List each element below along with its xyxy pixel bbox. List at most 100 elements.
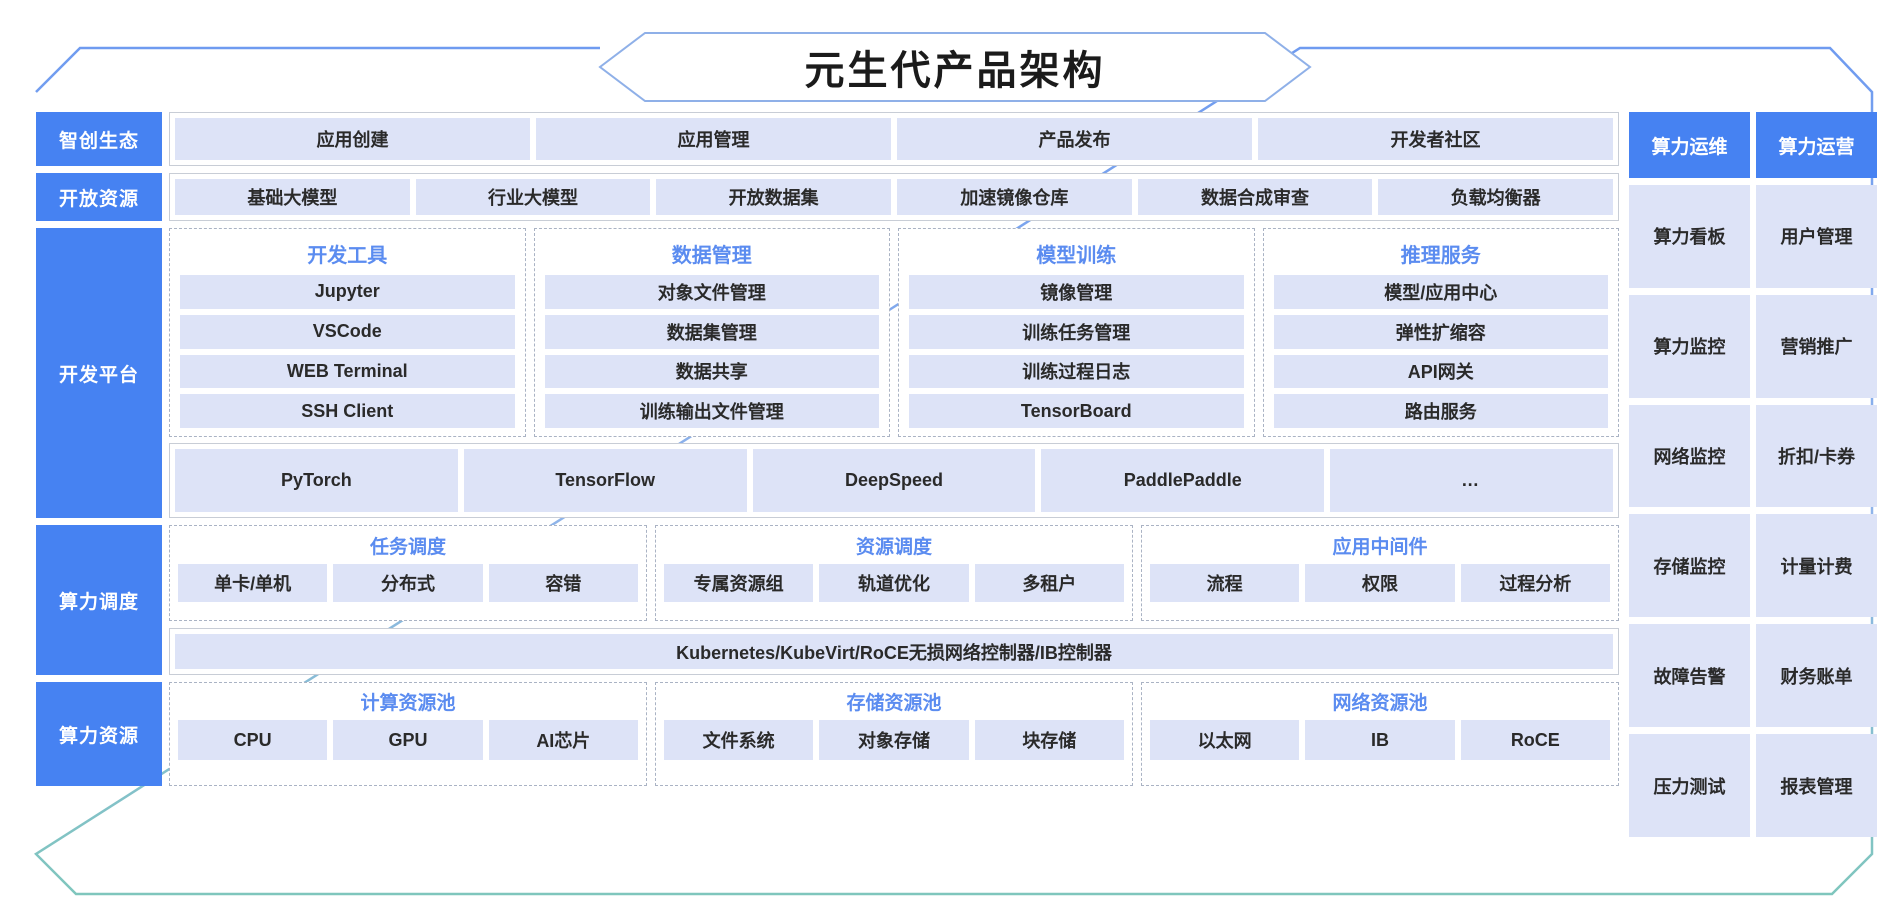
- chip-item[interactable]: 用户管理: [1756, 185, 1877, 288]
- chip-item[interactable]: 训练输出文件管理: [544, 394, 879, 428]
- group-title: 计算资源池: [360, 693, 456, 714]
- chip-item[interactable]: 弹性扩缩容: [1273, 314, 1608, 349]
- chip-item[interactable]: 路由服务: [1273, 394, 1608, 428]
- chip-item[interactable]: RoCE: [1460, 720, 1610, 760]
- chip-item[interactable]: 加速镜像仓库: [897, 179, 1132, 215]
- layer-label-scheduling: 算力调度: [36, 525, 162, 675]
- chip-row: 专属资源组 轨道优化 多租户: [664, 564, 1124, 602]
- chip-item[interactable]: VSCode: [180, 314, 515, 349]
- chip-item[interactable]: 报表管理: [1756, 734, 1877, 837]
- chip-item-more[interactable]: …: [1330, 449, 1613, 512]
- chip-item[interactable]: 对象存储: [819, 720, 969, 760]
- chip-item[interactable]: 开放数据集: [656, 179, 892, 215]
- chip-item[interactable]: SSH Client: [180, 394, 515, 428]
- title-banner: 元生代产品架构: [595, 28, 1315, 106]
- chip-item[interactable]: 专属资源组: [664, 564, 814, 602]
- chip-item[interactable]: 数据集管理: [544, 314, 879, 349]
- chip-item[interactable]: 营销推广: [1756, 294, 1877, 398]
- layer-row-dev-platform: 开发平台 开发工具 Jupyter VSCode WEB Terminal SS…: [36, 228, 1619, 518]
- right-header-ops: 算力运维: [1629, 112, 1750, 178]
- group-list: 镜像管理 训练任务管理 训练过程日志 TensorBoard: [909, 275, 1244, 428]
- chip-item[interactable]: 基础大模型: [175, 179, 410, 215]
- layer-row-scheduling: 算力调度 任务调度 单卡/单机 分布式 容错 资源调度 专属资: [36, 525, 1619, 675]
- chip-item[interactable]: 以太网: [1150, 720, 1300, 760]
- chip-item[interactable]: 轨道优化: [819, 564, 969, 602]
- chip-item[interactable]: API网关: [1273, 354, 1608, 389]
- chip-item[interactable]: Jupyter: [180, 275, 515, 309]
- chip-item[interactable]: 对象文件管理: [544, 275, 879, 309]
- chip-platform-bar[interactable]: Kubernetes/KubeVirt/RoCE无损网络控制器/IB控制器: [175, 634, 1613, 669]
- dev-group-tools: 开发工具 Jupyter VSCode WEB Terminal SSH Cli…: [169, 228, 526, 437]
- chip-item[interactable]: TensorFlow: [463, 449, 747, 512]
- chip-item[interactable]: 文件系统: [664, 720, 814, 760]
- chip-item[interactable]: GPU: [333, 720, 483, 760]
- scheduling-group-middleware: 应用中间件 流程 权限 过程分析: [1141, 525, 1619, 621]
- chip-item[interactable]: 应用创建: [175, 118, 530, 160]
- chip-item[interactable]: 行业大模型: [415, 179, 651, 215]
- chip-item[interactable]: 多租户: [974, 564, 1124, 602]
- chip-item[interactable]: PyTorch: [175, 449, 458, 512]
- group-list: Jupyter VSCode WEB Terminal SSH Client: [180, 275, 515, 428]
- chip-item[interactable]: 折扣/卡券: [1756, 404, 1877, 508]
- group-title: 应用中间件: [1332, 537, 1428, 558]
- chip-item[interactable]: IB: [1305, 720, 1455, 760]
- chip-item[interactable]: 算力监控: [1629, 294, 1750, 398]
- group-title: 网络资源池: [1332, 693, 1428, 714]
- chip-row: 文件系统 对象存储 块存储: [664, 720, 1124, 760]
- chip-row: 以太网 IB RoCE: [1150, 720, 1610, 760]
- layer-label-resources: 算力资源: [36, 682, 162, 786]
- chip-item[interactable]: 开发者社区: [1258, 118, 1613, 160]
- chip-item[interactable]: 故障告警: [1629, 624, 1750, 728]
- group-title: 模型训练: [1036, 245, 1117, 267]
- chip-item[interactable]: 负载均衡器: [1378, 179, 1614, 215]
- left-stack: 智创生态 应用创建 应用管理 产品发布 开发者社区 开放资源 基础大模型 行业大…: [36, 112, 1619, 837]
- chip-item[interactable]: 网络监控: [1629, 404, 1750, 508]
- chip-item[interactable]: 流程: [1150, 564, 1300, 602]
- chip-item[interactable]: AI芯片: [488, 720, 638, 760]
- chip-item[interactable]: 财务账单: [1756, 624, 1877, 728]
- resource-group-compute: 计算资源池 CPU GPU AI芯片: [169, 682, 647, 786]
- chip-item[interactable]: 数据共享: [544, 354, 879, 389]
- group-title: 开发工具: [307, 245, 388, 267]
- chip-item[interactable]: TensorBoard: [909, 394, 1244, 428]
- platform-bar-row: Kubernetes/KubeVirt/RoCE无损网络控制器/IB控制器: [169, 628, 1619, 675]
- chip-item[interactable]: WEB Terminal: [180, 354, 515, 389]
- chip-item[interactable]: 训练过程日志: [909, 354, 1244, 389]
- group-list: 模型/应用中心 弹性扩缩容 API网关 路由服务: [1273, 275, 1608, 428]
- chip-row: 流程 权限 过程分析: [1150, 564, 1610, 602]
- right-panel-headers: 算力运维 算力运营: [1629, 112, 1877, 178]
- resource-group-container: 计算资源池 CPU GPU AI芯片 存储资源池 文件系统 对象存储 块存储: [169, 682, 1619, 786]
- right-header-biz: 算力运营: [1756, 112, 1877, 178]
- scheduling-group-container: 任务调度 单卡/单机 分布式 容错 资源调度 专属资源组 轨道优化 多租户: [169, 525, 1619, 621]
- layer-body-scheduling: 任务调度 单卡/单机 分布式 容错 资源调度 专属资源组 轨道优化 多租户: [169, 525, 1619, 675]
- chip-item[interactable]: 算力看板: [1629, 185, 1750, 288]
- chip-row: PyTorch TensorFlow DeepSpeed PaddlePaddl…: [175, 449, 1613, 512]
- chip-item[interactable]: 块存储: [974, 720, 1124, 760]
- chip-item[interactable]: DeepSpeed: [752, 449, 1036, 512]
- chip-item[interactable]: 模型/应用中心: [1273, 275, 1608, 309]
- chip-item[interactable]: 训练任务管理: [909, 314, 1244, 349]
- layer-row-open-resources: 开放资源 基础大模型 行业大模型 开放数据集 加速镜像仓库 数据合成审查 负载均…: [36, 173, 1619, 221]
- chip-item[interactable]: 产品发布: [897, 118, 1252, 160]
- chip-item[interactable]: CPU: [178, 720, 328, 760]
- chip-item[interactable]: 单卡/单机: [178, 564, 328, 602]
- chip-item[interactable]: 应用管理: [536, 118, 891, 160]
- dev-group-model-training: 模型训练 镜像管理 训练任务管理 训练过程日志 TensorBoard: [898, 228, 1255, 437]
- chip-item[interactable]: 计量计费: [1756, 514, 1877, 618]
- chip-item[interactable]: 过程分析: [1460, 564, 1610, 602]
- group-title: 数据管理: [671, 245, 752, 267]
- dev-group-container: 开发工具 Jupyter VSCode WEB Terminal SSH Cli…: [169, 228, 1619, 437]
- group-title: 推理服务: [1400, 245, 1481, 267]
- chip-item[interactable]: 镜像管理: [909, 275, 1244, 309]
- chip-item[interactable]: 容错: [488, 564, 638, 602]
- group-title: 任务调度: [369, 537, 446, 558]
- chip-item[interactable]: 权限: [1305, 564, 1455, 602]
- chip-item[interactable]: 存储监控: [1629, 514, 1750, 618]
- chip-row: 单卡/单机 分布式 容错: [178, 564, 638, 602]
- chip-item[interactable]: 分布式: [333, 564, 483, 602]
- chip-item[interactable]: 数据合成审查: [1137, 179, 1373, 215]
- chip-item[interactable]: PaddlePaddle: [1041, 449, 1325, 512]
- chip-item[interactable]: 压力测试: [1629, 734, 1750, 837]
- dev-group-data-management: 数据管理 对象文件管理 数据集管理 数据共享 训练输出文件管理: [533, 228, 890, 437]
- layer-row-ecosystem: 智创生态 应用创建 应用管理 产品发布 开发者社区: [36, 112, 1619, 166]
